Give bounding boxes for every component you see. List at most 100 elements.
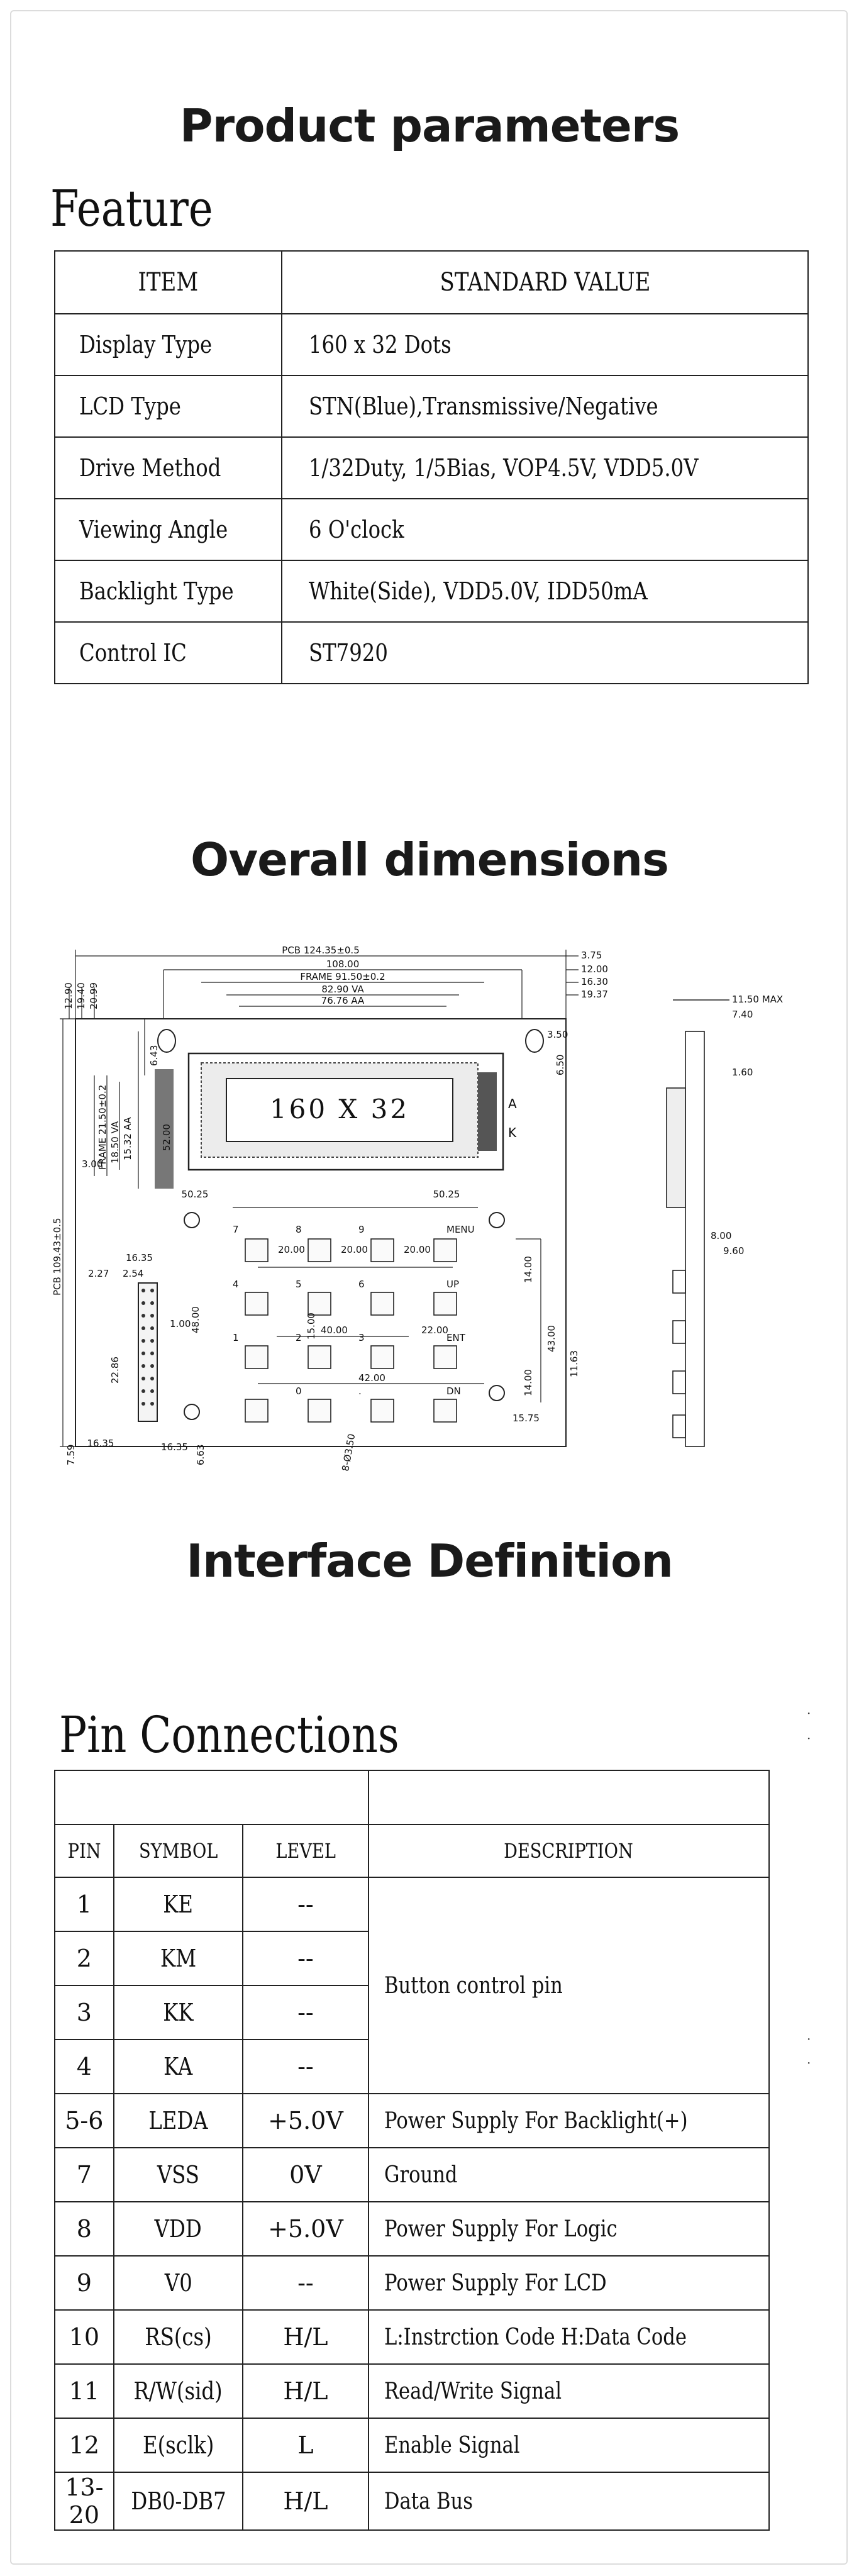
feature-item: Viewing Angle — [53, 498, 283, 561]
key-label: 8 — [296, 1224, 302, 1235]
dim-label: 43.00 — [546, 1325, 557, 1352]
pin-spacer-row — [54, 1770, 770, 1825]
keypad-button — [245, 1238, 269, 1262]
dim-label: 108.00 — [326, 958, 360, 970]
pin-row: 4 KA -- — [54, 2039, 769, 2094]
dim-label: 3.00 — [82, 1158, 103, 1170]
pin-connector — [138, 1282, 158, 1422]
dim-label: 16.35 — [126, 1252, 153, 1263]
dim-label: 6.50 — [555, 1055, 566, 1075]
pin-header-top — [155, 1069, 174, 1189]
dim-label: 11.50 MAX — [732, 994, 783, 1005]
feature-row: Viewing Angle 6 O'clock — [53, 498, 809, 561]
pin-symbol: KE — [113, 1877, 244, 1932]
key-label: 5 — [296, 1279, 302, 1290]
pin-number: 8 — [54, 2201, 114, 2257]
spacer-cell — [54, 1770, 369, 1825]
pin-table: PIN SYMBOL LEVEL DESCRIPTION 1 KE -- But… — [54, 1770, 770, 2531]
pin-description: Power Supply For LCD — [367, 2255, 770, 2311]
keypad-button — [308, 1292, 331, 1316]
pin-level: -- — [242, 2255, 369, 2311]
pin-level: -- — [242, 1877, 369, 1932]
dim-label: 14.00 — [523, 1369, 534, 1396]
keypad-button — [370, 1399, 394, 1423]
keypad-button — [245, 1292, 269, 1316]
feature-value: ST7920 — [281, 621, 809, 684]
keypad-button — [308, 1345, 331, 1369]
keypad-button — [308, 1399, 331, 1423]
dot-mark: · — [807, 1706, 811, 1721]
keypad-button — [433, 1345, 457, 1369]
key-label-menu: MENU — [446, 1224, 475, 1235]
pin-description: Read/Write Signal — [367, 2363, 770, 2419]
key-label: 2 — [296, 1332, 302, 1343]
pin-symbol: RS(cs) — [113, 2309, 244, 2365]
pin-description: Ground — [367, 2147, 770, 2202]
pin-row: 12 E(sclk) L Enable Signal — [54, 2418, 770, 2473]
pin-symbol: KM — [113, 1931, 244, 1986]
dim-label: 50.25 — [182, 1189, 209, 1200]
key-label: 7 — [233, 1224, 239, 1235]
keypad-button — [308, 1238, 331, 1262]
feature-item: Control IC — [53, 621, 283, 684]
pin-row: 5-6 LEDA +5.0V Power Supply For Backligh… — [54, 2093, 770, 2148]
pin-symbol: V0 — [113, 2255, 244, 2311]
pin-row: 10 RS(cs) H/L L:Instrction Code H:Data C… — [54, 2309, 770, 2365]
feature-row: Display Type 160 x 32 Dots — [53, 313, 809, 376]
col-level: LEVEL — [242, 1824, 369, 1878]
keypad-button — [245, 1345, 269, 1369]
overall-dimensions-heading: Overall dimensions — [191, 833, 669, 886]
feature-value: 160 x 32 Dots — [281, 313, 809, 376]
dim-label: 42.00 — [358, 1372, 385, 1384]
dim-label: FRAME 21.50±0.2 — [97, 1085, 108, 1170]
pin-level: 0V — [242, 2147, 369, 2202]
dim-label: 16.35 — [161, 1441, 188, 1453]
mount-hole — [157, 1029, 176, 1053]
side-button — [672, 1270, 686, 1294]
pin-number: 11 — [54, 2363, 114, 2419]
col-standard-value: STANDARD VALUE — [281, 250, 809, 314]
dim-label: 6.43 — [148, 1045, 160, 1066]
feature-title: Feature — [50, 179, 213, 238]
feature-item: Display Type — [53, 313, 283, 376]
dim-label: 20.99 — [88, 982, 99, 1009]
feature-item: Backlight Type — [53, 560, 283, 623]
pin-symbol: LEDA — [113, 2093, 244, 2148]
pin-row: 3 KK -- — [54, 1985, 769, 2040]
dim-label: 12.90 — [63, 982, 74, 1009]
pin-symbol: R/W(sid) — [113, 2363, 244, 2419]
feature-value: White(Side), VDD5.0V, IDD50mA — [281, 560, 809, 623]
key-label: 6 — [358, 1279, 365, 1290]
dim-label: 48.00 — [190, 1306, 201, 1333]
pin-description: L:Instrction Code H:Data Code — [367, 2309, 770, 2365]
mount-hole — [184, 1404, 200, 1420]
dim-label: 22.00 — [421, 1324, 448, 1336]
dot-mark: · — [807, 1731, 811, 1746]
key-label-ent: ENT — [446, 1332, 466, 1343]
dim-label: 50.25 — [433, 1189, 460, 1200]
pin-number: 5-6 — [54, 2093, 114, 2148]
key-label: . — [358, 1385, 362, 1397]
key-label: 1 — [233, 1332, 239, 1343]
pin-description: Button control pin — [367, 1877, 770, 2094]
feature-table: ITEM STANDARD VALUE Display Type 160 x 3… — [53, 250, 809, 684]
backlight-strip — [478, 1072, 497, 1151]
dim-label: 14.00 — [523, 1256, 534, 1283]
pin-number: 13-20 — [54, 2472, 114, 2531]
pin-row: 13-20 DB0-DB7 H/L Data Bus — [54, 2472, 770, 2531]
dim-label: 1.00 — [170, 1318, 191, 1330]
dim-label: 3.75 — [581, 950, 602, 961]
key-label: 0 — [296, 1385, 302, 1397]
mount-hole — [525, 1029, 544, 1053]
lcd-frame — [187, 1052, 504, 1171]
pcb-outline — [75, 1018, 567, 1447]
side-pcb — [685, 1031, 705, 1447]
dim-label: 8-Ø3.50 — [340, 1433, 357, 1472]
dim-label: 22.86 — [109, 1357, 121, 1384]
dim-label: PCB 109.43±0.5 — [52, 1218, 63, 1296]
dim-label: 19.37 — [581, 989, 608, 1000]
pin-level: +5.0V — [242, 2201, 369, 2257]
feature-value: 1/32Duty, 1/5Bias, VOP4.5V, VDD5.0V — [281, 436, 809, 499]
dot-mark: · — [807, 2031, 811, 2046]
keypad-button — [433, 1399, 457, 1423]
